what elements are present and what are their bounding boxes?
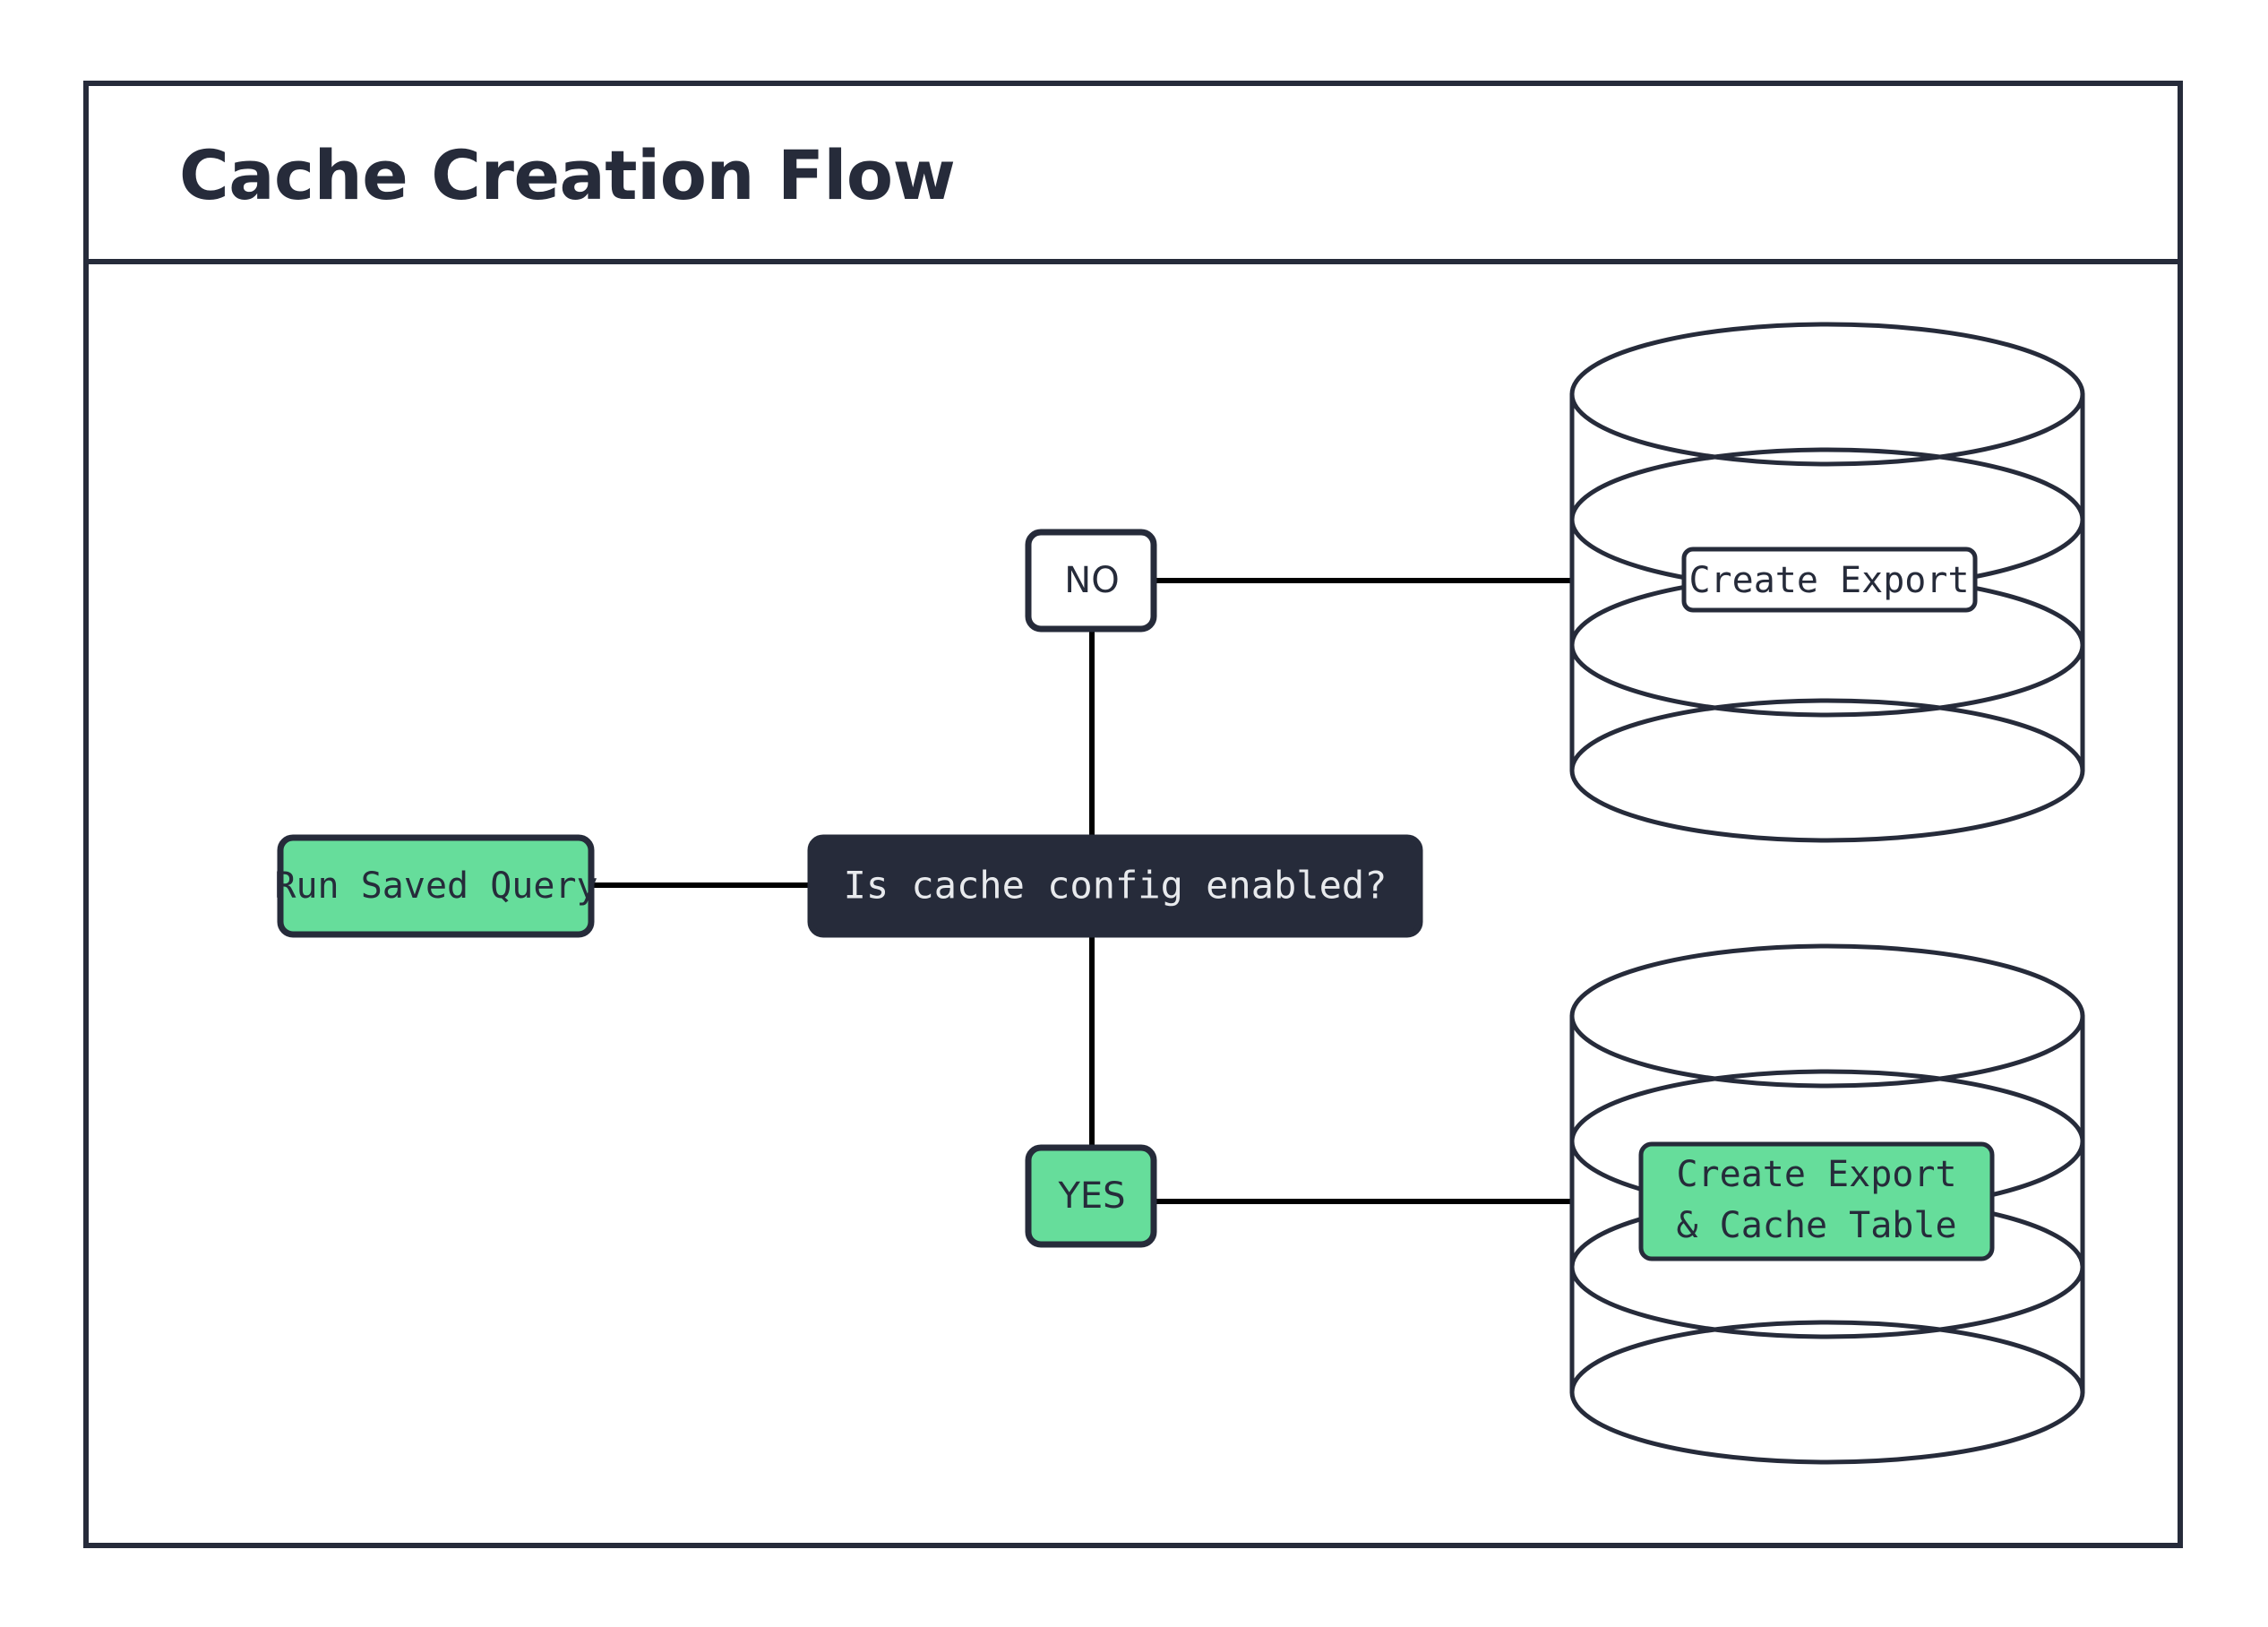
node-branch-yes-label: YES xyxy=(1057,1175,1125,1217)
node-decision-label: Is cache config enabled? xyxy=(844,864,1387,908)
database-cylinder-bottom: Create Export & Cache Table xyxy=(1569,943,2085,1465)
node-branch-yes-box[interactable] xyxy=(1025,1144,1157,1248)
database-cylinder-top: Create Export xyxy=(1569,322,2085,843)
node-run-saved-query[interactable]: Run Saved Query xyxy=(274,834,598,938)
node-branch-no-box[interactable] xyxy=(1025,529,1157,633)
node-decision-box[interactable] xyxy=(807,834,1423,938)
node-branch-yes[interactable]: YES xyxy=(1025,1144,1157,1248)
node-run-saved-query-box[interactable] xyxy=(277,834,595,938)
db-bottom-label-box xyxy=(1638,1141,1995,1261)
node-branch-no-label: NO xyxy=(1064,560,1119,601)
node-run-saved-query-label: Run Saved Query xyxy=(274,865,597,907)
db-bottom-label-line-1: Create Export xyxy=(1676,1154,1956,1195)
node-decision-cache-config[interactable]: Is cache config enabled? xyxy=(807,834,1423,938)
node-branch-no[interactable]: NO xyxy=(1025,529,1157,633)
page-title: Cache Creation Flow xyxy=(179,135,955,215)
db-top-label: Create Export xyxy=(1688,560,1969,601)
db-top-label-box xyxy=(1681,547,1978,613)
db-bottom-label-line-2: & Cache Table xyxy=(1676,1205,1956,1246)
